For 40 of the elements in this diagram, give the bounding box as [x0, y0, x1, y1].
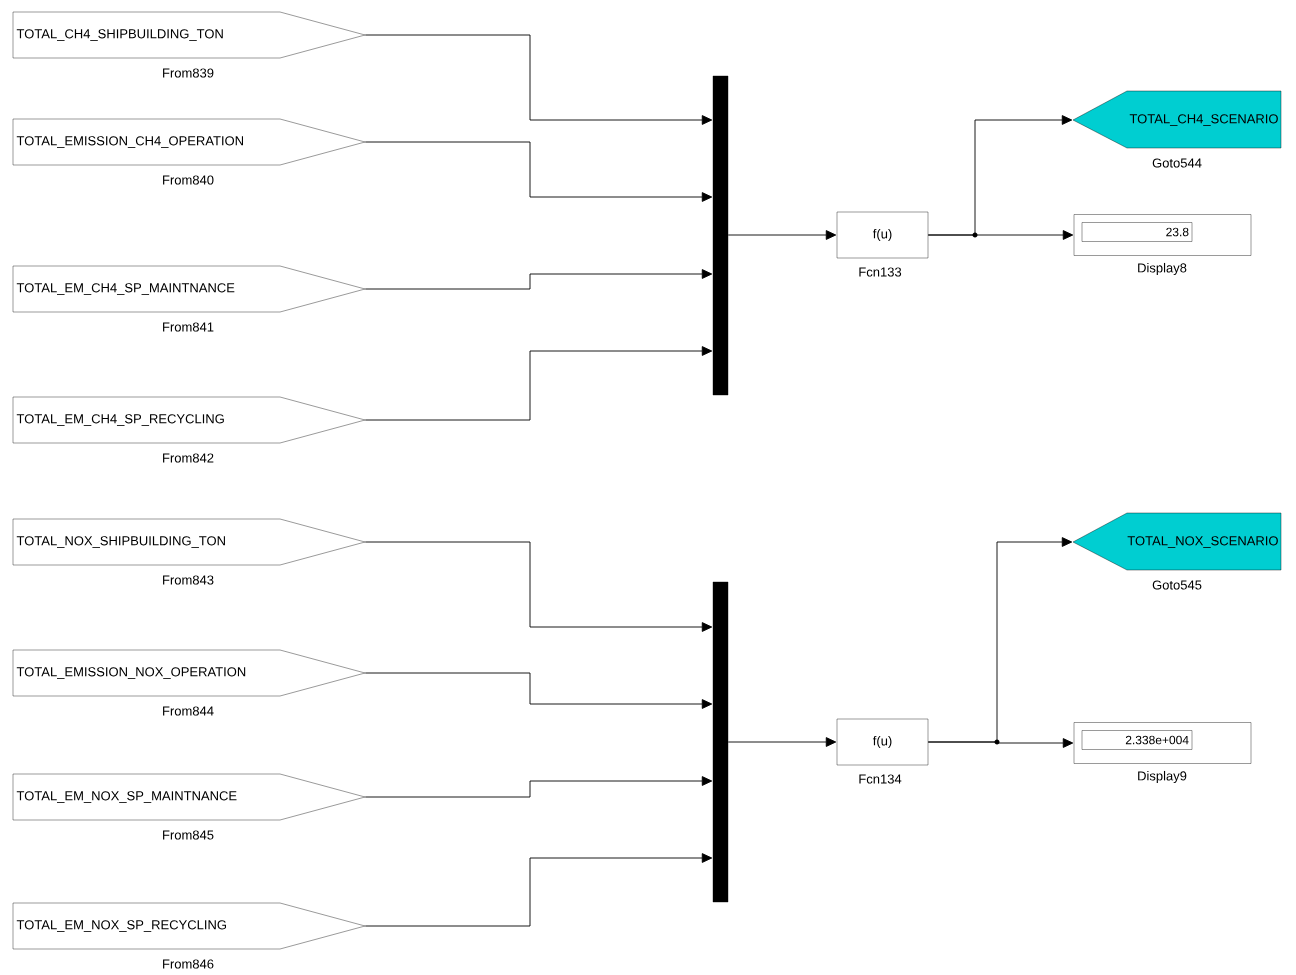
- block-label: From844: [163, 706, 214, 716]
- block-label: From839: [163, 68, 214, 78]
- block-label: From840: [163, 175, 214, 185]
- block-label: From841: [163, 322, 214, 332]
- block-label: Fcn134: [859, 774, 902, 784]
- block-label: Goto544: [1152, 158, 1202, 168]
- block-label: Goto545: [1152, 580, 1202, 590]
- signal-arrow: [927, 230, 1074, 240]
- block-label: Fcn133: [859, 267, 902, 277]
- signal-arrow: [364, 776, 713, 798]
- block-label: From845: [163, 830, 214, 840]
- signal-arrow: [364, 853, 713, 927]
- from-block: TOTAL_EMISSION_NOX_OPERATION: [12, 649, 366, 697]
- function-block: f(u): [836, 718, 929, 766]
- signal-arrow: [727, 230, 837, 240]
- signal-arrow: [364, 672, 713, 709]
- goto-block: TOTAL_CH4_SCENARIO: [1072, 90, 1282, 149]
- goto-block: TOTAL_NOX_SCENARIO: [1072, 512, 1282, 571]
- from-block: TOTAL_EMISSION_CH4_OPERATION: [12, 118, 366, 166]
- from-block: TOTAL_EM_NOX_SP_RECYCLING: [12, 902, 366, 950]
- from-block: TOTAL_EM_NOX_SP_MAINTNANCE: [12, 773, 366, 821]
- signal-arrow: [364, 141, 713, 202]
- signal-arrow: [364, 269, 713, 290]
- from-block: TOTAL_NOX_SHIPBUILDING_TON: [12, 518, 366, 566]
- display-block: 2.338e+004: [1073, 722, 1252, 764]
- block-label: Display8: [1138, 262, 1187, 276]
- signal-arrow: [364, 541, 713, 632]
- from-block: TOTAL_CH4_SHIPBUILDING_TON: [12, 11, 366, 59]
- display-block: 23.8: [1073, 214, 1252, 256]
- signal-arrow: [364, 34, 713, 125]
- signal-arrow: [927, 738, 1074, 748]
- from-block: TOTAL_EM_CH4_SP_MAINTNANCE: [12, 265, 366, 313]
- block-label: From846: [163, 959, 214, 969]
- signal-arrow: [364, 346, 713, 421]
- signal-arrow: [727, 737, 837, 747]
- function-block: f(u): [836, 211, 929, 259]
- block-label: Display9: [1138, 770, 1187, 784]
- block-label: From842: [163, 453, 214, 463]
- block-label: From843: [163, 575, 214, 585]
- from-block: TOTAL_EM_CH4_SP_RECYCLING: [12, 396, 366, 444]
